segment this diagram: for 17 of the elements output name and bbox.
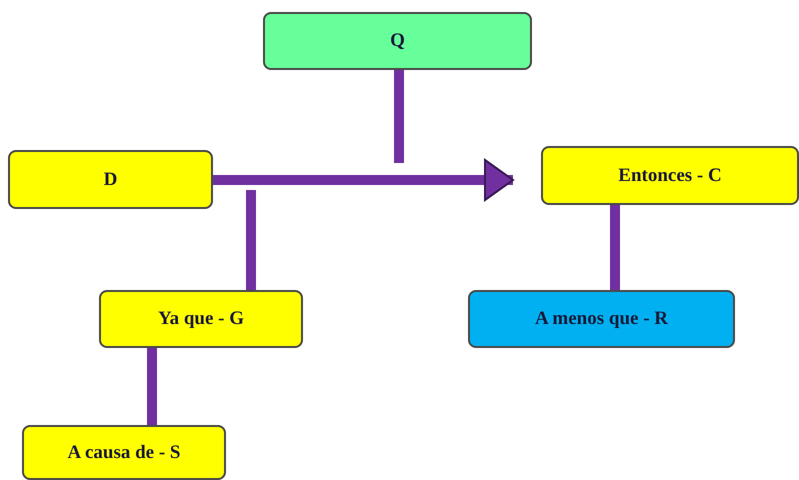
- connector-bar: [246, 190, 256, 290]
- connector-bar: [394, 70, 404, 163]
- claim-box: [541, 146, 799, 205]
- connector-bar: [610, 205, 620, 290]
- node-label: A menos que - R: [534, 308, 668, 330]
- data-box: [8, 150, 213, 209]
- node-label: Ya que - G: [158, 308, 244, 330]
- backing-box: [22, 425, 226, 480]
- node-label: D: [104, 168, 118, 190]
- qualifier-box: [263, 12, 532, 70]
- node-label: Q: [390, 30, 405, 52]
- connector-bar: [147, 348, 157, 425]
- node-label: Entonces - C: [618, 164, 722, 186]
- rebuttal-box: [468, 290, 735, 348]
- arrow: [213, 159, 514, 201]
- warrant-box: [99, 290, 303, 348]
- node-label: A causa de - S: [68, 442, 180, 464]
